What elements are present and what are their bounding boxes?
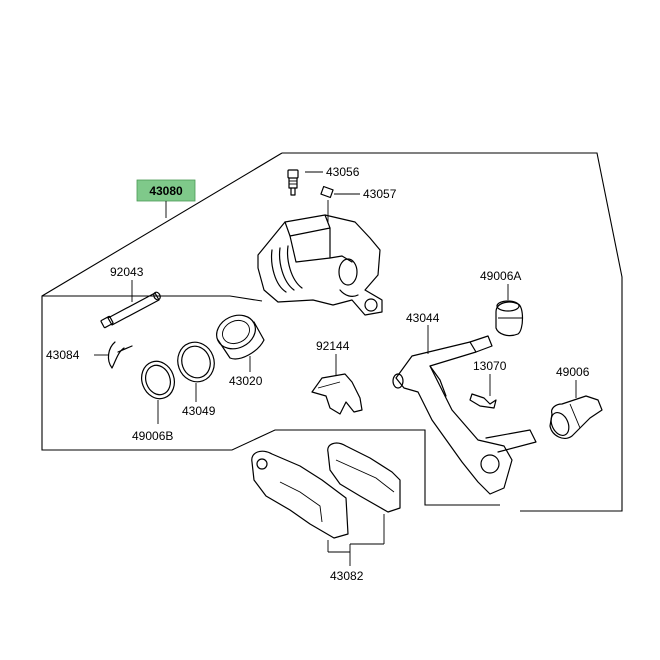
part-number-43044: 43044 [406,311,440,325]
caliper-bracket[interactable]: 43044 [392,311,537,495]
piston-seal[interactable]: 43049 [172,337,220,418]
part-number-43084: 43084 [46,348,80,362]
cotter-pin[interactable]: 43084 [46,341,133,369]
caliper-piston[interactable]: 43020 [211,309,265,388]
dust-seal[interactable]: 49006B [132,357,180,443]
caliper-body[interactable] [257,200,383,316]
part-number-43056: 43056 [326,165,360,179]
part-number-49006A: 49006A [480,269,521,283]
part-number-92043: 92043 [110,265,144,279]
part-number-92144: 92144 [316,339,350,353]
assembly-number-badge[interactable]: 43080 [136,179,196,218]
assembly-frame [41,152,623,512]
pad-clip[interactable]: 13070 [469,359,507,409]
part-number-43049: 43049 [182,404,216,418]
assembly-number: 43080 [149,184,183,198]
slide-pin[interactable]: 92043 [100,265,162,329]
part-number-43020: 43020 [229,374,263,388]
part-number-49006B: 49006B [132,429,173,443]
bleeder-valve[interactable]: 43056 [287,165,360,196]
rubber-boot[interactable]: 49006A [480,269,524,337]
part-number-49006: 49006 [556,365,590,379]
bleeder-cap[interactable]: 43057 [320,185,397,201]
part-number-43057: 43057 [363,187,397,201]
part-number-13070: 13070 [473,359,507,373]
brake-pads[interactable]: 43082 [251,442,401,583]
part-number-43082: 43082 [330,569,364,583]
pin-boot[interactable]: 49006 [548,365,603,439]
pad-spring[interactable]: 92144 [311,339,363,415]
